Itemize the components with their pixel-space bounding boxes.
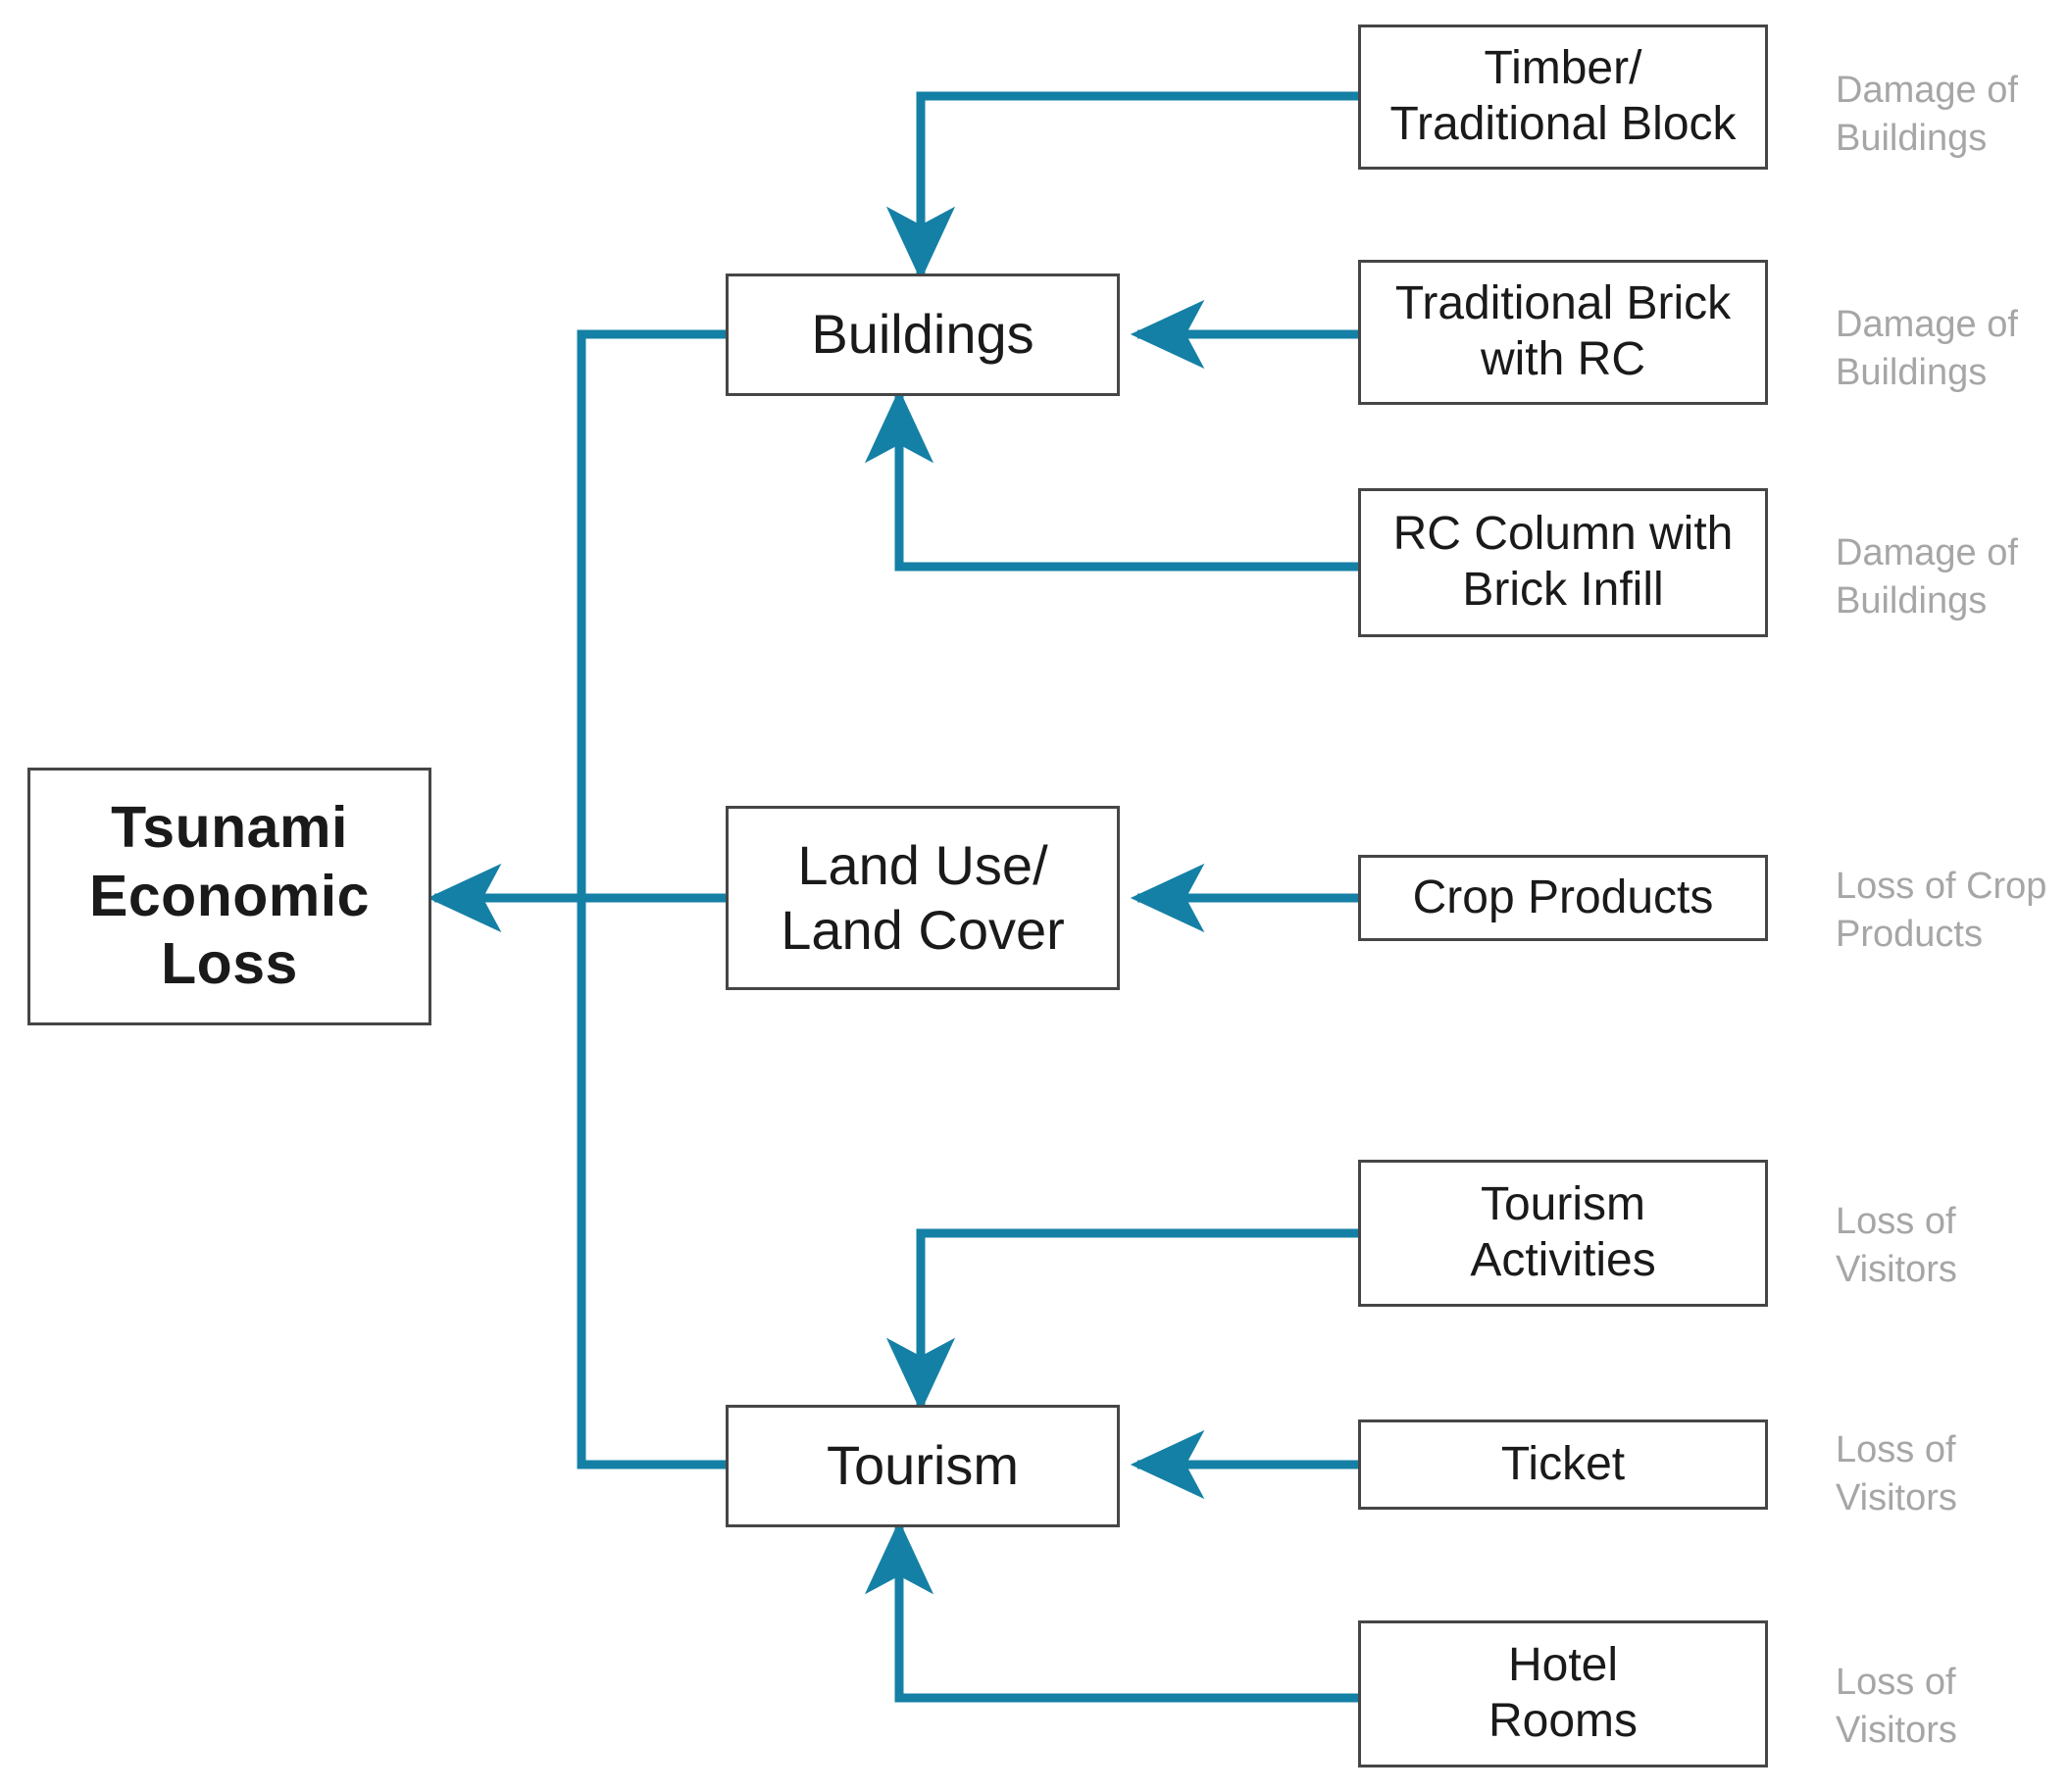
- node-crop-products[interactable]: Crop Products: [1358, 855, 1768, 941]
- annotation-loss-of-visitors-ticket: Loss of Visitors: [1836, 1429, 1957, 1518]
- node-label: Tourism Activities: [1470, 1178, 1656, 1286]
- node-land-use-land-cover[interactable]: Land Use/ Land Cover: [726, 806, 1120, 990]
- node-tourism[interactable]: Tourism: [726, 1405, 1120, 1527]
- connector-rc-column-to-buildings: [864, 388, 1358, 572]
- node-timber-traditional-block[interactable]: Timber/ Traditional Block: [1358, 25, 1768, 170]
- annotation-loss-of-visitors-activities: Loss of Visitors: [1836, 1201, 1957, 1290]
- connector-buildings-to-trunk: [577, 329, 726, 1469]
- connector-hotel-rooms-to-tourism: [864, 1519, 1358, 1703]
- node-hotel-rooms[interactable]: Hotel Rooms: [1358, 1620, 1768, 1767]
- node-label: Buildings: [811, 303, 1034, 366]
- node-label: Traditional Brick with RC: [1394, 277, 1732, 385]
- node-label: Ticket: [1500, 1437, 1626, 1490]
- node-buildings[interactable]: Buildings: [726, 274, 1120, 396]
- annotation-damage-of-buildings-brick-rc: Damage of Buildings: [1836, 304, 2018, 393]
- node-label: Tsunami Economic Loss: [89, 795, 370, 997]
- annotation-damage-of-buildings-rc-column: Damage of Buildings: [1836, 532, 2018, 622]
- connector-tourism-activities-to-tourism: [885, 1228, 1358, 1413]
- node-label: Hotel Rooms: [1488, 1639, 1639, 1747]
- annotation-damage-of-buildings-timber: Damage of Buildings: [1836, 70, 2018, 159]
- node-label: Timber/ Traditional Block: [1389, 42, 1737, 150]
- node-label: Tourism: [826, 1434, 1020, 1497]
- node-label: Land Use/ Land Cover: [781, 833, 1065, 961]
- annotation-loss-of-visitors-hotel: Loss of Visitors: [1836, 1662, 1957, 1751]
- annotation-loss-of-crop-products: Loss of Crop Products: [1836, 866, 2047, 955]
- node-traditional-brick-with-rc[interactable]: Traditional Brick with RC: [1358, 260, 1768, 405]
- node-ticket[interactable]: Ticket: [1358, 1419, 1768, 1510]
- node-tourism-activities[interactable]: Tourism Activities: [1358, 1160, 1768, 1307]
- node-rc-column-with-brick-infill[interactable]: RC Column with Brick Infill: [1358, 488, 1768, 637]
- connector-timber-to-buildings: [885, 91, 1358, 281]
- node-label: RC Column with Brick Infill: [1392, 508, 1734, 616]
- node-label: Crop Products: [1412, 871, 1714, 923]
- node-tsunami-economic-loss[interactable]: Tsunami Economic Loss: [27, 768, 431, 1025]
